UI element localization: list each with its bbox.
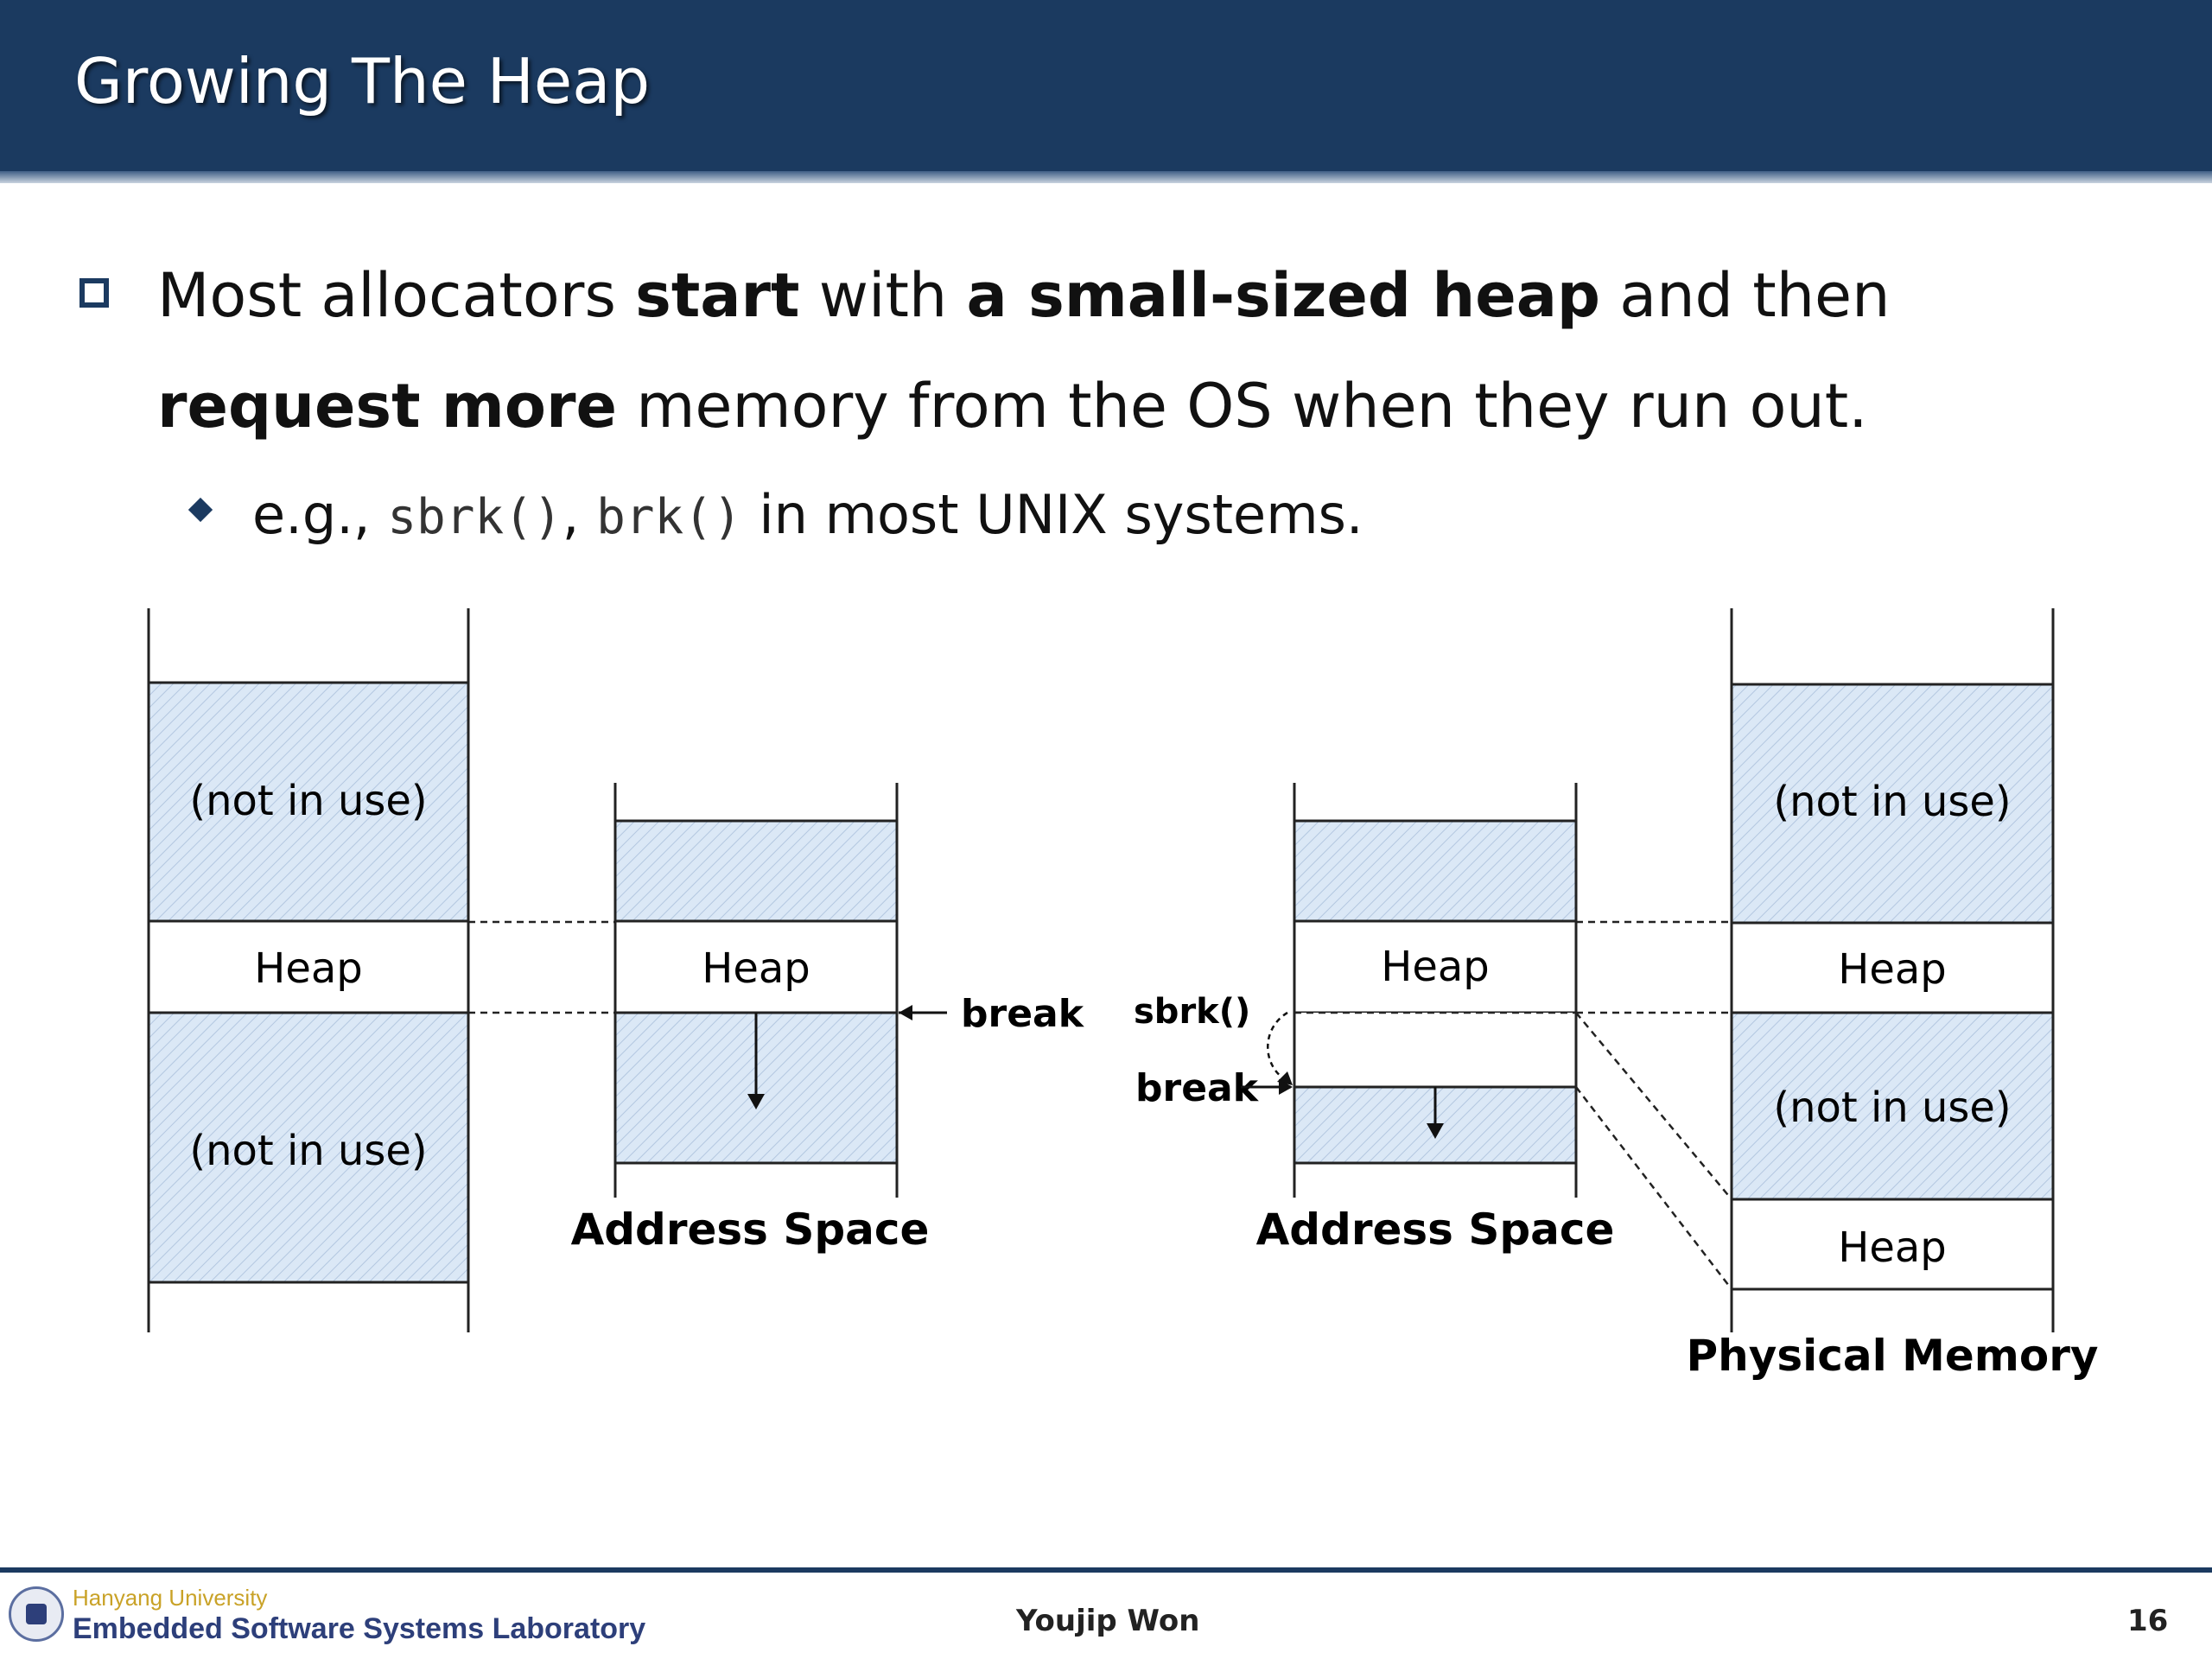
grow-arrow-icon [1427,1123,1444,1139]
code-sbrk: sbrk() [387,489,563,545]
code-region [1293,819,1578,923]
page-number: 16 [2127,1604,2169,1638]
sub-bullet-prefix: e.g., [252,483,388,546]
address-space-caption: Address Space [571,1205,930,1255]
mapping-line-diagonal [1575,1012,1732,1200]
break-pointer-arrow-icon [899,1005,912,1020]
sub-bullet-suffix: in most UNIX systems. [741,483,1363,546]
not-in-use-block-top [147,681,470,923]
physical-memory-after: (not in use) Heap (not in use) Heap Phys… [1686,608,2099,1381]
bullet-part-bold: request more [157,371,617,442]
grow-arrow-icon [747,1094,765,1109]
university-logo-icon [9,1586,64,1642]
footer-university: Hanyang University [73,1585,268,1611]
heap-growth-diagram: (not in use) Heap (not in use) Heap Addr… [147,608,2099,1381]
heap-label: Heap [254,944,363,993]
code-region [613,819,899,923]
bullet-part-bold: start [635,260,800,331]
sub-bullet-sep: , [562,483,597,546]
sub-bullet-text: e.g., sbrk(), brk() in most UNIX systems… [252,480,1363,552]
mapping-line-diagonal [1575,1086,1732,1290]
address-space-before: Heap Address Space [571,783,930,1255]
footer-rule [0,1567,2212,1573]
code-brk: brk() [596,489,742,545]
heap-label: Heap [1838,945,1947,994]
bullet-part: memory from the OS when they run out. [616,371,1868,442]
title-bar-shadow [0,171,2212,183]
bullet-part: and then [1600,260,1891,331]
break-pointer-arrow-icon [1279,1079,1293,1095]
physical-memory-caption: Physical Memory [1686,1331,2098,1381]
heap-label: Heap [702,944,810,993]
not-in-use-label: (not in use) [189,777,427,825]
bullet-part-bold: a small-sized heap [966,260,1601,331]
not-in-use-block-middle [1730,1011,2055,1201]
diamond-bullet-icon [188,497,213,523]
sbrk-curved-arrow [1267,1011,1288,1082]
address-space-caption: Address Space [1256,1205,1615,1255]
title-bar [0,0,2212,171]
break-label: break [1135,1066,1260,1110]
bullet-part: with [799,260,967,331]
heap-block [1730,921,2055,1014]
not-in-use-block-bottom [147,1011,470,1284]
bullet-text: Most allocators start with a small-sized… [157,240,2145,461]
heap-label: Heap [1838,1224,1947,1272]
footer-author: Youjip Won [1016,1604,1200,1638]
new-heap-block [1730,1198,2055,1291]
new-heap-region [1294,1013,1576,1087]
address-space-after: Heap Address Space [1256,783,1615,1255]
not-in-use-label: (not in use) [189,1127,427,1175]
bullet-square-icon [79,278,109,308]
not-in-use-label: (not in use) [1773,778,2011,826]
heap-block [147,919,470,1014]
slide-title: Growing The Heap [74,45,651,118]
not-in-use-block-top [1730,683,2055,925]
footer-lab: Embedded Software Systems Laboratory [73,1612,646,1645]
not-in-use-label: (not in use) [1773,1084,2011,1132]
sbrk-label: sbrk() [1134,992,1250,1032]
physical-memory-before: (not in use) Heap (not in use) [147,608,470,1332]
break-label: break [961,992,1085,1036]
heap-label: Heap [1381,943,1490,991]
bullet-part: Most allocators [157,260,636,331]
